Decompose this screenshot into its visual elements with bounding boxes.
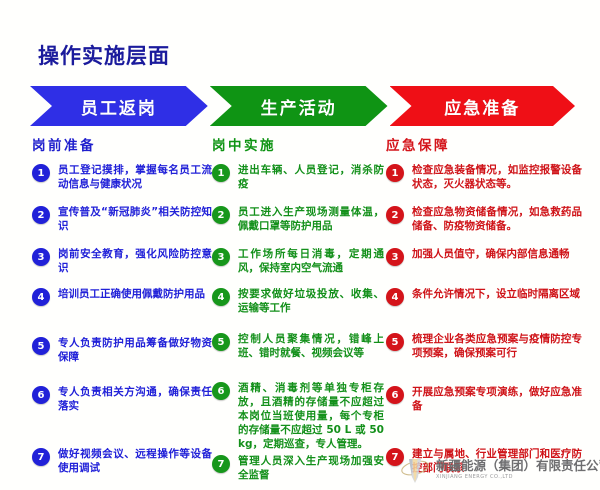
item-number-badge: 6 <box>212 382 230 400</box>
list-item[interactable]: 4 条件允许情况下，设立临时隔离区域 <box>386 287 582 306</box>
banner-step-2-label: 生产活动 <box>260 98 337 119</box>
banner-step-3[interactable]: 应急准备 <box>390 86 576 126</box>
column-heading-emergency: 应急保障 <box>386 138 450 154</box>
list-item[interactable]: 2 宣传普及“新冠肺炎”相关防控知识 <box>32 205 212 233</box>
company-name-en: XINJIANG ENERGY CO.,LTD <box>436 474 513 481</box>
item-text: 岗前安全教育，强化风险防控意识 <box>58 248 212 274</box>
item-number-badge: 1 <box>386 164 404 182</box>
company-name-cn: 新疆能源（集团）有限责任公司 <box>436 458 600 474</box>
list-item[interactable]: 7 做好视频会议、远程操作等设备使用调试 <box>32 447 212 475</box>
item-number-badge: 2 <box>386 206 404 224</box>
item-text: 检查应急装备情况，如监控报警设备状态，灭火器状态等。 <box>412 164 582 190</box>
item-text: 员工进入生产现场测量体温，佩戴口罩等防护用品 <box>238 206 384 232</box>
item-number-badge: 5 <box>32 337 50 355</box>
item-text: 员工登记摸排，掌握每名员工流动信息与健康状况 <box>58 164 212 190</box>
banner-step-2[interactable]: 生产活动 <box>210 86 388 126</box>
content-columns: 岗前准备 1 员工登记摸排，掌握每名员工流动信息与健康状况 2 宣传普及“新冠肺… <box>0 134 600 481</box>
item-number-badge: 3 <box>212 248 230 266</box>
item-number-badge: 1 <box>32 164 50 182</box>
item-number-badge: 1 <box>212 164 230 182</box>
list-item[interactable]: 5 控制人员聚集情况，错峰上班、错时就餐、视频会议等 <box>212 332 384 360</box>
process-banner: 员工返岗 生产活动 应急准备 <box>30 86 575 126</box>
item-number-badge: 6 <box>386 386 404 404</box>
list-item[interactable]: 1 检查应急装备情况，如监控报警设备状态，灭火器状态等。 <box>386 163 582 191</box>
list-item[interactable]: 5 梳理企业各类应急预案与疫情防控专项预案，确保预案可行 <box>386 332 582 360</box>
item-text: 宣传普及“新冠肺炎”相关防控知识 <box>58 206 212 232</box>
item-text: 专人负责防护用品筹备做好物资保障 <box>58 337 212 363</box>
item-number-badge: 5 <box>212 333 230 351</box>
item-number-badge: 5 <box>386 333 404 351</box>
footer-branding: 新疆能源（集团）有限责任公司 XINJIANG ENERGY CO.,LTD <box>400 455 600 485</box>
list-item[interactable]: 2 员工进入生产现场测量体温，佩戴口罩等防护用品 <box>212 205 384 233</box>
column-heading-on-duty: 岗中实施 <box>212 138 276 154</box>
banner-step-1-label: 员工返岗 <box>80 98 157 119</box>
column-emergency: 应急保障 1 检查应急装备情况，如监控报警设备状态，灭火器状态等。 2 检查应急… <box>386 134 582 474</box>
item-text: 建立与属地、行业管理部门和医疗防控部门联系 <box>412 448 582 474</box>
item-text: 梳理企业各类应急预案与疫情防控专项预案，确保预案可行 <box>412 333 582 359</box>
item-text: 酒精、消毒剂等单独专柜存放，且酒精的存储量不应超过本岗位当班使用量，每个专柜的存… <box>238 382 384 450</box>
item-number-badge: 7 <box>32 448 50 466</box>
list-item[interactable]: 1 员工登记摸排，掌握每名员工流动信息与健康状况 <box>32 163 212 191</box>
item-number-badge: 3 <box>32 248 50 266</box>
banner-step-1[interactable]: 员工返岗 <box>30 86 208 126</box>
footer-text-block: 新疆能源（集团）有限责任公司 XINJIANG ENERGY CO.,LTD <box>436 459 600 480</box>
page-title: 操作实施层面 <box>38 44 170 68</box>
item-number-badge: 4 <box>212 288 230 306</box>
item-number-badge: 6 <box>32 386 50 404</box>
list-item[interactable]: 6 专人负责相关方沟通，确保责任落实 <box>32 385 212 413</box>
list-item[interactable]: 2 检查应急物资储备情况，如急救药品储备、防疫物资储备。 <box>386 205 582 233</box>
list-item[interactable]: 3 工作场所每日消毒，定期通风，保持室内空气流通 <box>212 247 384 275</box>
list-item[interactable]: 4 按要求做好垃圾投放、收集、运输等工作 <box>212 287 384 315</box>
list-item[interactable]: 6 开展应急预案专项演练，做好应急准备 <box>386 385 582 413</box>
item-text: 工作场所每日消毒，定期通风，保持室内空气流通 <box>238 248 384 274</box>
item-text: 管理人员深入生产现场加强安全监督 <box>238 455 384 481</box>
item-text: 培训员工正确使用佩戴防护用品 <box>58 288 205 300</box>
list-item[interactable]: 5 专人负责防护用品筹备做好物资保障 <box>32 336 212 364</box>
list-item[interactable]: 4 培训员工正确使用佩戴防护用品 <box>32 287 212 306</box>
column-pre-duty: 岗前准备 1 员工登记摸排，掌握每名员工流动信息与健康状况 2 宣传普及“新冠肺… <box>32 134 212 474</box>
item-text: 开展应急预案专项演练，做好应急准备 <box>412 386 582 412</box>
item-text: 进出车辆、人员登记，消杀防疫 <box>238 164 384 190</box>
list-item[interactable]: 1 进出车辆、人员登记，消杀防疫 <box>212 163 384 191</box>
item-number-badge: 2 <box>32 206 50 224</box>
item-text: 做好视频会议、远程操作等设备使用调试 <box>58 448 212 474</box>
list-item[interactable]: 7 管理人员深入生产现场加强安全监督 <box>212 454 384 482</box>
item-text: 控制人员聚集情况，错峰上班、错时就餐、视频会议等 <box>238 333 384 359</box>
list-item[interactable]: 3 岗前安全教育，强化风险防控意识 <box>32 247 212 275</box>
item-number-badge: 4 <box>32 288 50 306</box>
item-text: 条件允许情况下，设立临时隔离区域 <box>412 288 580 300</box>
item-text: 专人负责相关方沟通，确保责任落实 <box>58 386 212 412</box>
xinjiang-energy-logo-icon <box>400 455 430 485</box>
banner-step-3-label: 应急准备 <box>444 98 521 119</box>
item-number-badge: 4 <box>386 288 404 306</box>
list-item[interactable]: 3 加强人员值守，确保内部信息通畅 <box>386 247 582 266</box>
item-text: 加强人员值守，确保内部信息通畅 <box>412 248 570 260</box>
item-text: 按要求做好垃圾投放、收集、运输等工作 <box>238 288 384 314</box>
item-number-badge: 7 <box>212 455 230 473</box>
column-heading-pre-duty: 岗前准备 <box>32 138 96 154</box>
item-text: 检查应急物资储备情况，如急救药品储备、防疫物资储备。 <box>412 206 582 232</box>
item-number-badge: 3 <box>386 248 404 266</box>
list-item[interactable]: 6 酒精、消毒剂等单独专柜存放，且酒精的存储量不应超过本岗位当班使用量，每个专柜… <box>212 381 384 451</box>
item-number-badge: 2 <box>212 206 230 224</box>
item-number-badge: 7 <box>386 448 404 466</box>
column-on-duty: 岗中实施 1 进出车辆、人员登记，消杀防疫 2 员工进入生产现场测量体温，佩戴口… <box>212 134 384 481</box>
list-item[interactable]: 7 建立与属地、行业管理部门和医疗防控部门联系 <box>386 447 582 475</box>
